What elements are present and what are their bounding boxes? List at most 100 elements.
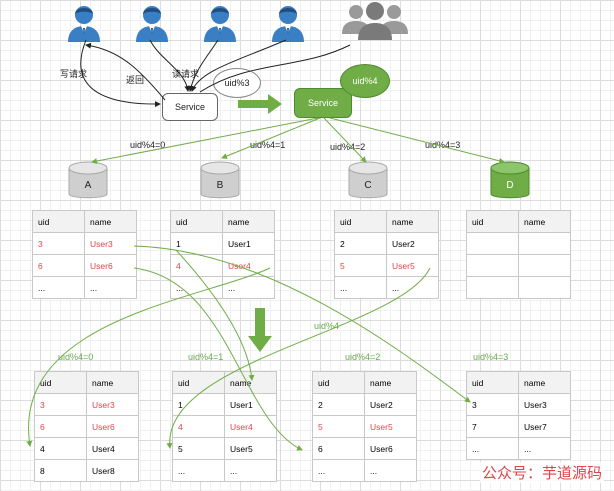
uid-header: uid	[466, 371, 519, 394]
name-header: name	[222, 210, 275, 233]
return-arrow	[85, 42, 166, 101]
uid-header: uid	[466, 210, 519, 233]
route-arrow-3	[329, 117, 505, 164]
migration-down-arrow	[248, 308, 272, 352]
migration-curve-misc	[175, 249, 255, 381]
database-cylinder-icon	[348, 161, 388, 199]
name-header: name	[86, 371, 139, 394]
new-route-label-0: uid%4=0	[58, 352, 94, 362]
table-row: ......	[312, 459, 417, 482]
return-label: 返回	[126, 75, 145, 85]
read-request-arrow-1	[149, 39, 191, 92]
route-arrow-1	[221, 117, 321, 159]
group-arrow	[199, 44, 351, 93]
name-cell: User2	[386, 232, 439, 255]
uid-header: uid	[32, 210, 85, 233]
uid-header: uid	[334, 210, 387, 233]
database-label: A	[84, 180, 92, 191]
service-new-bubble: uid%4	[340, 64, 390, 98]
new-route-label-1: uid%4=1	[188, 352, 224, 362]
name-cell: ...	[224, 459, 277, 482]
migration-curve-user4	[26, 267, 271, 447]
uid-header: uid	[312, 371, 365, 394]
table-row: ......	[32, 276, 137, 299]
write-request-arrow	[80, 39, 161, 108]
read-request-arrow-3	[190, 39, 287, 92]
users-group-icon	[340, 0, 410, 45]
name-header: name	[386, 210, 439, 233]
database-cylinder-icon	[200, 161, 240, 199]
database-1: B	[200, 160, 240, 202]
database-label: C	[364, 180, 372, 191]
route-arrow-0	[91, 117, 319, 164]
name-cell: ...	[518, 437, 571, 460]
name-header: name	[224, 371, 277, 394]
new-route-label-2: uid%4=2	[345, 352, 381, 362]
footer-watermark: 公众号：芋道源码	[479, 462, 604, 483]
route-label-2: uid%4=2	[330, 142, 366, 152]
database-2: C	[348, 160, 388, 202]
database-label: B	[216, 180, 224, 191]
database-label: D	[506, 180, 514, 191]
route-label-3: uid%4=3	[425, 140, 461, 150]
database-0: A	[68, 160, 108, 202]
user-icon	[62, 2, 106, 47]
name-cell: ...	[222, 276, 275, 299]
table-row: ......	[466, 437, 571, 460]
database-3: D	[490, 160, 530, 202]
service-old-bubble: uid%3	[213, 68, 261, 98]
table-row	[466, 276, 571, 299]
migration-curve-user6	[133, 267, 303, 451]
uid-header: uid	[170, 210, 223, 233]
table-row	[466, 232, 571, 255]
database-cylinder-icon	[490, 161, 530, 199]
uid-cell: ...	[466, 437, 519, 460]
route-label-0: uid%4=0	[130, 140, 166, 150]
database-cylinder-icon	[68, 161, 108, 199]
route-arrow-2	[323, 117, 367, 163]
service-new-box: Service	[294, 88, 352, 118]
uid-header: uid	[172, 371, 225, 394]
user-icon	[198, 2, 242, 47]
name-cell: ...	[364, 459, 417, 482]
name-cell: ...	[84, 276, 137, 299]
migration-label: uid%4	[314, 321, 340, 331]
table-row: ......	[172, 459, 277, 482]
new-route-label-3: uid%4=3	[473, 352, 509, 362]
name-cell	[518, 276, 571, 299]
user-icon	[266, 2, 310, 47]
transition-arrow	[238, 94, 282, 114]
name-cell: User1	[224, 393, 277, 416]
table-row: ......	[170, 276, 275, 299]
name-cell: User8	[86, 459, 139, 482]
read-request-arrow-2	[188, 39, 219, 92]
migration-curve-user5	[166, 267, 431, 449]
